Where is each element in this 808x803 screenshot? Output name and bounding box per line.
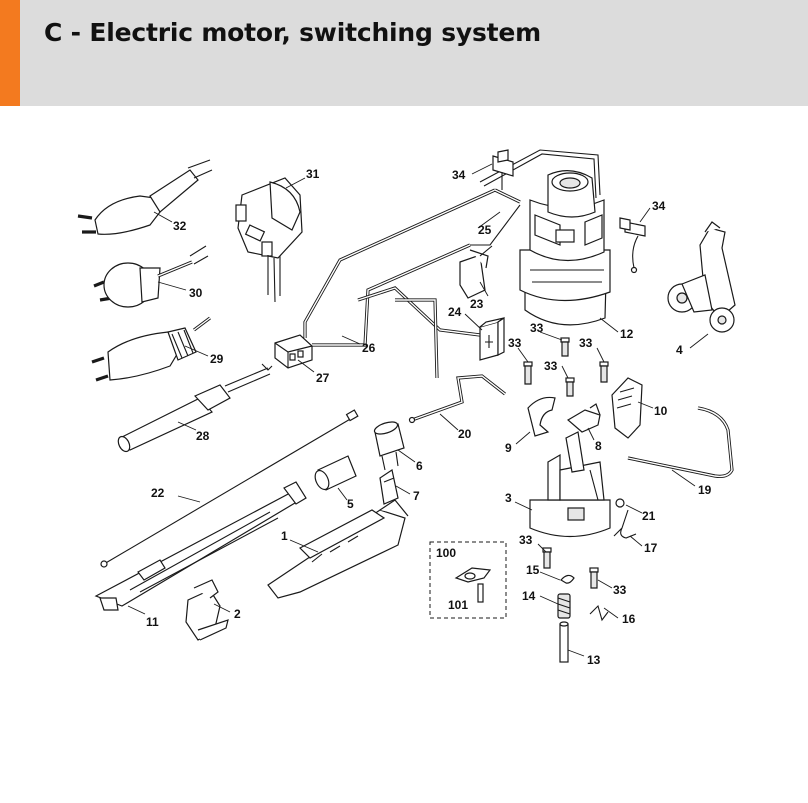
label-33-f: 33 xyxy=(613,583,627,597)
header-accent-bar xyxy=(0,0,20,106)
label-7: 7 xyxy=(413,489,420,503)
part-27-terminal-block[interactable] xyxy=(274,334,313,369)
part-28-cable-sleeve[interactable] xyxy=(116,363,273,453)
label-14: 14 xyxy=(522,589,536,603)
label-10: 10 xyxy=(654,404,668,418)
part-14-compression-spring[interactable] xyxy=(557,593,571,619)
label-19: 19 xyxy=(698,483,712,497)
label-32: 32 xyxy=(173,219,187,233)
label-27: 27 xyxy=(316,371,330,385)
part-34-carbon-brush-top[interactable] xyxy=(492,149,514,190)
part-2-clamp[interactable] xyxy=(185,579,229,641)
part-23-switch[interactable] xyxy=(459,245,493,299)
label-17: 17 xyxy=(644,541,658,555)
part-33-screw-d[interactable] xyxy=(599,361,609,383)
page-header: C - Electric motor, switching system xyxy=(0,0,808,106)
part-32-euro-plug[interactable] xyxy=(77,159,213,235)
kit-100-101-outline xyxy=(429,541,507,619)
part-20-rod[interactable] xyxy=(408,374,506,424)
part-22-bowden-cable[interactable] xyxy=(100,409,359,568)
part-33-screw-c[interactable] xyxy=(565,377,575,397)
label-101: 101 xyxy=(448,598,468,612)
label-6: 6 xyxy=(416,459,423,473)
part-16-leg-spring[interactable] xyxy=(589,604,609,622)
label-1: 1 xyxy=(281,529,288,543)
label-34-top: 34 xyxy=(452,168,466,182)
label-13: 13 xyxy=(587,653,601,667)
label-33-c: 33 xyxy=(544,359,558,373)
label-21: 21 xyxy=(642,509,656,523)
part-21-o-ring[interactable] xyxy=(615,498,625,508)
part-100-wing-nut[interactable] xyxy=(454,567,492,583)
part-33-screw-a[interactable] xyxy=(523,361,533,385)
label-24: 24 xyxy=(448,305,462,319)
part-30-round-plug[interactable] xyxy=(93,245,209,308)
part-7-clip[interactable] xyxy=(379,469,399,505)
label-2: 2 xyxy=(234,607,241,621)
label-33-d: 33 xyxy=(579,336,593,350)
part-6-sleeve[interactable] xyxy=(373,420,405,471)
part-4-lever[interactable] xyxy=(667,221,736,333)
label-33-e: 33 xyxy=(519,533,533,547)
part-33-screw-e[interactable] xyxy=(542,547,552,569)
part-33-screw-b[interactable] xyxy=(560,337,570,357)
page-title: C - Electric motor, switching system xyxy=(44,18,542,47)
part-31-uk-plug[interactable] xyxy=(235,177,303,303)
label-26: 26 xyxy=(362,341,376,355)
label-31: 31 xyxy=(306,167,320,181)
part-19-bracket-bar[interactable] xyxy=(627,406,734,478)
part-15-circlip[interactable] xyxy=(560,574,575,584)
label-12: 12 xyxy=(620,327,634,341)
part-10-switch-rocker[interactable] xyxy=(611,377,643,439)
part-26-wiring-harness[interactable] xyxy=(303,188,496,379)
label-23: 23 xyxy=(470,297,484,311)
label-29: 29 xyxy=(210,352,224,366)
label-25: 25 xyxy=(478,223,492,237)
part-101-pin[interactable] xyxy=(477,583,484,603)
part-24-capacitor[interactable] xyxy=(479,316,505,361)
label-20: 20 xyxy=(458,427,472,441)
part-labels: 32 30 29 31 28 27 26 34 25 23 24 12 34 4… xyxy=(146,167,712,667)
part-33-screw-f[interactable] xyxy=(589,567,599,589)
leader-lines xyxy=(127,163,709,657)
label-33-a: 33 xyxy=(508,336,522,350)
part-12-electric-motor[interactable] xyxy=(519,170,611,326)
part-17-torsion-spring[interactable] xyxy=(613,509,637,539)
label-11: 11 xyxy=(146,615,159,629)
label-5: 5 xyxy=(347,497,354,511)
label-100: 100 xyxy=(436,546,456,560)
label-9: 9 xyxy=(505,441,512,455)
part-8-switch-actuator[interactable] xyxy=(566,403,601,433)
label-34-right: 34 xyxy=(652,199,666,213)
label-28: 28 xyxy=(196,429,210,443)
label-16: 16 xyxy=(622,612,636,626)
label-8: 8 xyxy=(595,439,602,453)
label-15: 15 xyxy=(526,563,540,577)
part-29-schuko-plug[interactable] xyxy=(91,316,211,382)
part-3-switch-housing[interactable] xyxy=(529,431,611,538)
label-4: 4 xyxy=(676,343,683,357)
part-13-pin[interactable] xyxy=(559,621,569,663)
part-1-handle-housing[interactable] xyxy=(267,499,409,599)
part-34-carbon-brush-right[interactable] xyxy=(619,217,646,274)
part-9-trigger[interactable] xyxy=(527,396,556,437)
label-33-b: 33 xyxy=(530,321,544,335)
label-30: 30 xyxy=(189,286,203,300)
label-22: 22 xyxy=(151,486,165,500)
part-5-bushing[interactable] xyxy=(312,455,357,492)
part-11-handle-rail[interactable] xyxy=(94,481,307,611)
label-3: 3 xyxy=(505,491,512,505)
